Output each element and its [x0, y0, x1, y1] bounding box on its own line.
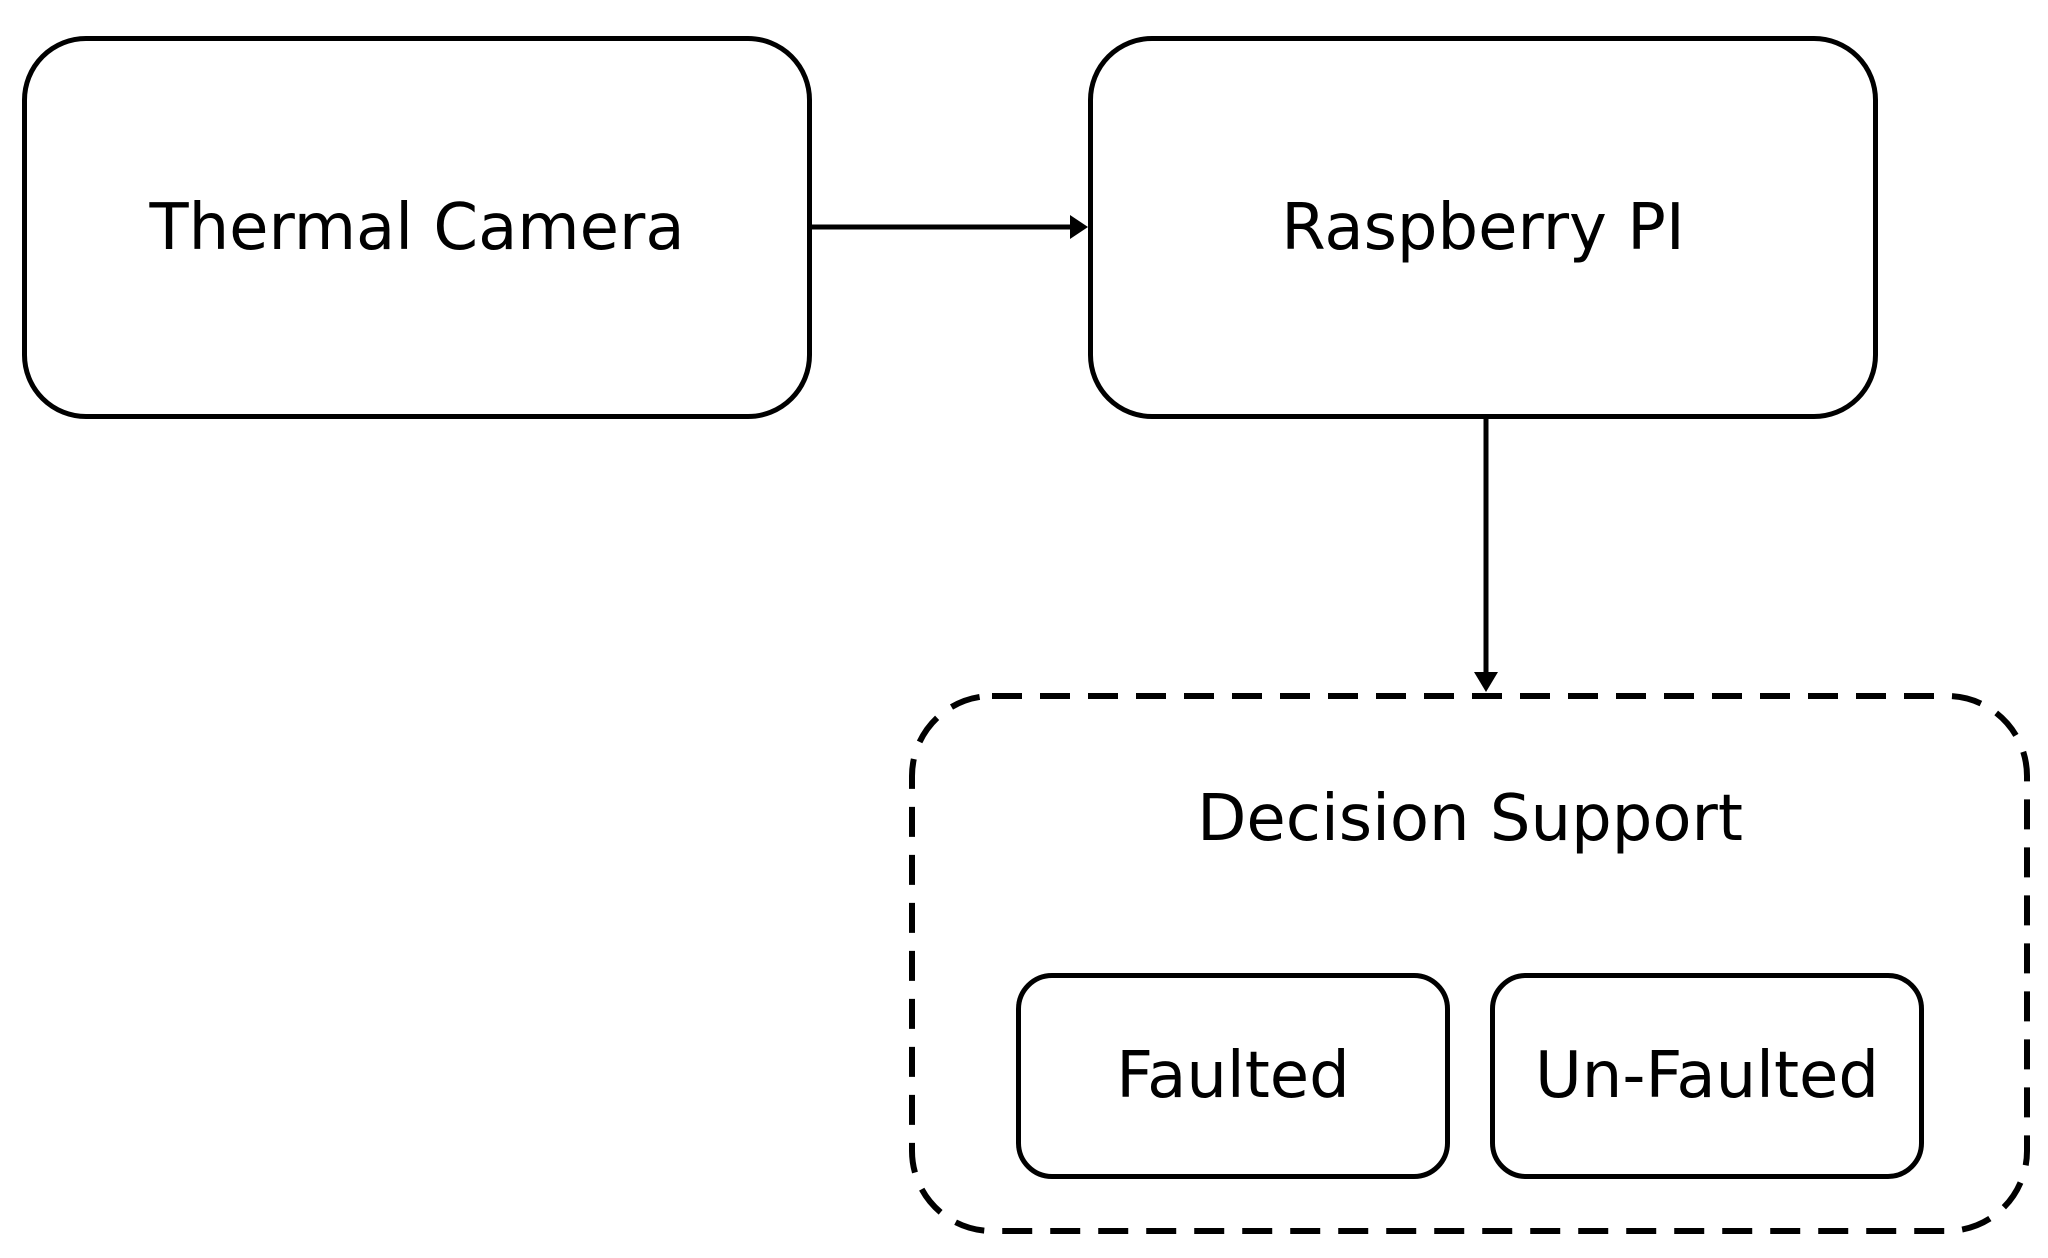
faulted-label: Faulted	[1116, 1039, 1350, 1113]
un-faulted-label: Un-Faulted	[1534, 1039, 1880, 1113]
un-faulted-node: Un-Faulted	[1490, 973, 1924, 1179]
arrow-pi-to-decision-support	[1474, 418, 1498, 692]
thermal-camera-label: Thermal Camera	[149, 190, 685, 265]
raspberry-pi-node: Raspberry PI	[1088, 36, 1878, 419]
decision-support-container	[909, 693, 2030, 1234]
decision-support-title: Decision Support	[1197, 782, 1743, 856]
raspberry-pi-label: Raspberry PI	[1281, 190, 1685, 265]
arrow-camera-to-pi	[812, 215, 1088, 239]
faulted-node: Faulted	[1016, 973, 1450, 1179]
thermal-camera-node: Thermal Camera	[22, 36, 812, 419]
